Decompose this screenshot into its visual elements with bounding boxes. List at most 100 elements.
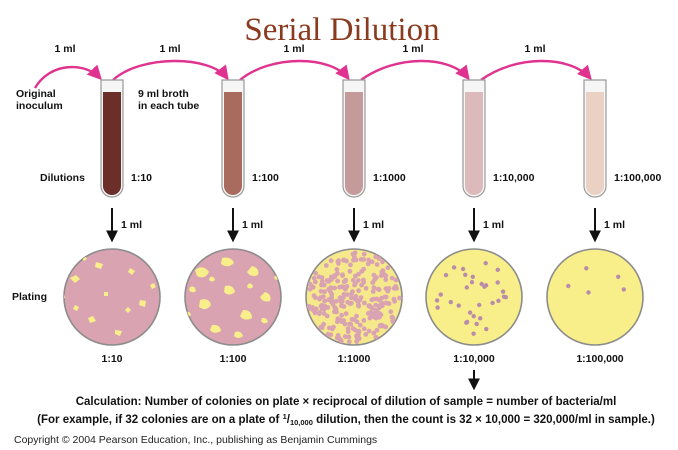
plating-arrows [112, 208, 595, 240]
colony [468, 310, 472, 314]
colony [342, 304, 347, 309]
colony [496, 268, 500, 272]
colony [354, 294, 359, 299]
colony [345, 300, 350, 305]
colony [465, 320, 469, 324]
colony [435, 305, 439, 309]
tube-liquid-2 [224, 92, 242, 195]
original-inoculum-label-line1: Original [16, 88, 56, 100]
colony [362, 252, 367, 257]
colony [351, 252, 356, 257]
colony [326, 332, 331, 337]
colony [471, 332, 475, 336]
plating-volume-4: 1 ml [483, 219, 504, 231]
tube-liquid-4 [465, 92, 483, 195]
transfer-label-3: 1 ml [402, 43, 423, 55]
colony [373, 254, 378, 259]
colony [372, 277, 377, 282]
colony [343, 278, 348, 283]
plate-4 [426, 249, 522, 345]
colony [359, 257, 364, 262]
tube-liquid-3 [345, 92, 363, 195]
colony [475, 322, 479, 326]
colony [308, 287, 313, 292]
colony [330, 327, 335, 332]
colony [471, 275, 475, 279]
colony [378, 323, 383, 328]
tube-dilution-1: 1:10 [131, 172, 152, 184]
plate-dilution-5: 1:100,000 [576, 353, 623, 365]
colony [383, 273, 388, 278]
colony [362, 318, 367, 323]
colony [319, 289, 324, 294]
colony [341, 258, 346, 263]
colony [351, 326, 356, 331]
calculation-suffix: dilution, then the count is 32 × 10,000 … [313, 414, 655, 426]
calculation-line-2: (For example, if 32 colonies are on a pl… [37, 412, 655, 427]
plate-dilution-2: 1:100 [220, 353, 247, 365]
colony [370, 314, 375, 319]
plate-dilution-1: 1:10 [101, 353, 122, 365]
tube-dilution-3: 1:1000 [373, 172, 406, 184]
colony [356, 288, 361, 293]
colony [324, 263, 329, 268]
colony [320, 279, 325, 284]
copyright-notice: Copyright © 2004 Pearson Education, Inc.… [14, 434, 377, 446]
transfer-label-0: 1 ml [54, 43, 75, 55]
plating-volume-5: 1 ml [604, 219, 625, 231]
colony [346, 329, 351, 334]
tube-dilution-5: 1:100,000 [614, 172, 661, 184]
colony [371, 331, 376, 336]
colony [353, 274, 358, 279]
colony [334, 299, 339, 304]
colony [367, 303, 372, 308]
colony [376, 287, 381, 292]
calculation-prefix: (For example, if 32 colonies are on a pl… [37, 414, 282, 426]
colony [329, 300, 334, 305]
colony [353, 281, 358, 286]
colony [364, 286, 369, 291]
colony [372, 273, 377, 278]
fraction-denominator: 10,000 [290, 418, 313, 427]
colony [359, 295, 364, 300]
colony [362, 326, 367, 331]
tube-4 [463, 80, 485, 197]
colony [380, 259, 385, 264]
tube-1 [101, 80, 123, 197]
colony [344, 311, 349, 316]
colony [461, 267, 465, 271]
colony [586, 290, 590, 294]
plating-volume-1: 1 ml [121, 219, 142, 231]
colony [325, 305, 330, 310]
colony [362, 301, 367, 306]
colony [622, 287, 626, 291]
colony [379, 312, 384, 317]
colony [321, 322, 326, 327]
plate-2 [185, 249, 281, 345]
colony [347, 339, 352, 344]
colony [477, 303, 481, 307]
colony [392, 299, 397, 304]
colony [312, 293, 317, 298]
colony [439, 292, 443, 296]
plate-5 [547, 249, 643, 345]
colony [444, 273, 448, 277]
colony [465, 285, 469, 289]
colony [354, 339, 359, 344]
colony [336, 259, 341, 264]
colony [339, 284, 344, 289]
colony [341, 318, 346, 323]
plating-volume-2: 1 ml [242, 219, 263, 231]
transfer-label-2: 1 ml [283, 43, 304, 55]
colony [359, 283, 364, 288]
colony [394, 286, 399, 291]
colony [373, 303, 378, 308]
colony [318, 295, 323, 300]
colony [339, 313, 344, 318]
plate-dilution-3: 1:1000 [338, 353, 371, 365]
colony [357, 329, 362, 334]
colony [338, 295, 343, 300]
broth-note-line1: 9 ml broth [138, 88, 189, 100]
